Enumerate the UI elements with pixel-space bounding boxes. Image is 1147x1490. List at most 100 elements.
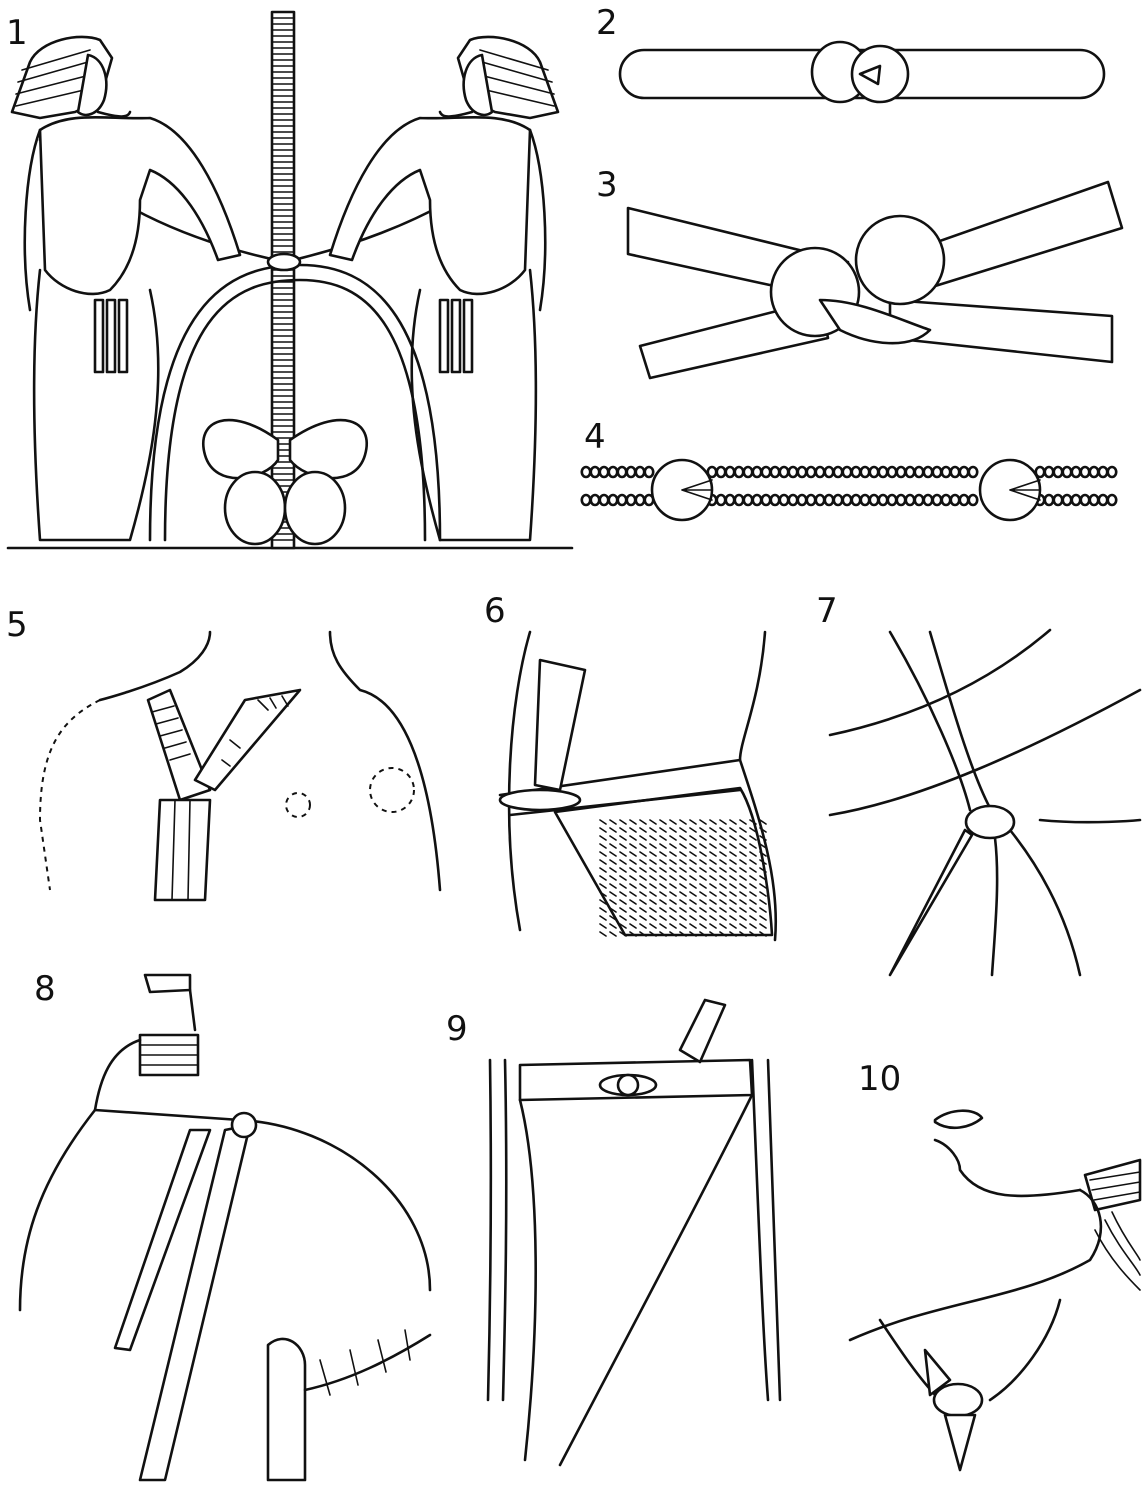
body-outline-right bbox=[752, 1060, 768, 1400]
bead bbox=[1063, 495, 1071, 505]
body-outline-left bbox=[488, 1060, 491, 1400]
right-figure-kilt bbox=[412, 270, 536, 540]
bead bbox=[789, 467, 797, 477]
bead bbox=[744, 467, 752, 477]
bead bbox=[789, 495, 797, 505]
knot-tip-lower bbox=[945, 1415, 975, 1470]
figure-10: 10 bbox=[850, 1059, 1140, 1470]
bead bbox=[843, 495, 851, 505]
shoulder-curve bbox=[850, 1190, 1101, 1340]
back-outline bbox=[20, 1110, 95, 1310]
hanging-end-right-outer bbox=[1010, 830, 1080, 975]
bead bbox=[762, 495, 770, 505]
bead bbox=[870, 467, 878, 477]
bead bbox=[645, 467, 653, 477]
bead bbox=[1081, 495, 1089, 505]
shoulder-strap-a bbox=[140, 1125, 250, 1480]
chin-neck bbox=[935, 1140, 1080, 1196]
figure-9: 9 bbox=[446, 1000, 780, 1465]
right-figure-tassels bbox=[440, 300, 472, 372]
bead bbox=[816, 467, 824, 477]
bead bbox=[744, 495, 752, 505]
lips bbox=[145, 975, 190, 992]
kilt-left bbox=[520, 1100, 536, 1460]
figure-number-6: 6 bbox=[484, 591, 506, 631]
bead bbox=[726, 495, 734, 505]
bead bbox=[888, 467, 896, 477]
bead bbox=[780, 495, 788, 505]
missing-shoulder-outline bbox=[40, 700, 100, 890]
figure-6: 6 bbox=[484, 591, 776, 940]
bead bbox=[951, 467, 959, 477]
central-knot bbox=[268, 254, 300, 270]
bead bbox=[735, 495, 743, 505]
figure-number-7: 7 bbox=[816, 591, 838, 631]
bead bbox=[798, 467, 806, 477]
figure-number-9: 9 bbox=[446, 1009, 468, 1049]
figure-number-5: 5 bbox=[6, 605, 28, 645]
kilt-right bbox=[560, 1095, 752, 1465]
bead bbox=[852, 495, 860, 505]
bead bbox=[1054, 495, 1062, 505]
figure-number-2: 2 bbox=[596, 3, 618, 43]
bead bbox=[771, 495, 779, 505]
bead bbox=[969, 495, 977, 505]
right-figure-beard bbox=[440, 112, 472, 117]
bead bbox=[906, 467, 914, 477]
bead bbox=[915, 467, 923, 477]
figure-2: 2 bbox=[596, 3, 1104, 102]
figure-8: 8 bbox=[20, 969, 430, 1480]
left-figure-torso bbox=[40, 117, 240, 294]
bead bbox=[969, 467, 977, 477]
bead bbox=[753, 495, 761, 505]
figure-number-4: 4 bbox=[584, 417, 606, 457]
bead bbox=[798, 495, 806, 505]
band-upper-edge bbox=[830, 630, 1050, 735]
bead bbox=[609, 467, 617, 477]
bead bbox=[780, 467, 788, 477]
shoulder-right bbox=[330, 632, 440, 890]
figure-number-3: 3 bbox=[596, 165, 618, 205]
bead bbox=[600, 495, 608, 505]
bead bbox=[1072, 467, 1080, 477]
bead bbox=[915, 495, 923, 505]
figure-1: 1 bbox=[6, 12, 572, 548]
bead bbox=[906, 495, 914, 505]
bead bbox=[1108, 467, 1116, 477]
bead bbox=[1063, 467, 1071, 477]
bead bbox=[951, 495, 959, 505]
bead bbox=[1108, 495, 1116, 505]
bead bbox=[924, 467, 932, 477]
bead bbox=[924, 495, 932, 505]
figure-number-1: 1 bbox=[6, 13, 28, 53]
bead bbox=[807, 495, 815, 505]
striped-collar-straps bbox=[148, 690, 300, 800]
bead bbox=[627, 495, 635, 505]
bead bbox=[618, 467, 626, 477]
bead bbox=[843, 467, 851, 477]
bead bbox=[591, 467, 599, 477]
bead bbox=[726, 467, 734, 477]
lips bbox=[935, 1111, 982, 1128]
dotted-patch-center bbox=[286, 793, 310, 817]
crossing-knot bbox=[966, 806, 1014, 838]
bead bbox=[1045, 495, 1053, 505]
right-figure-torso bbox=[330, 117, 530, 294]
bead bbox=[960, 495, 968, 505]
bead bbox=[753, 467, 761, 477]
bead bbox=[942, 495, 950, 505]
body-outline-left bbox=[509, 632, 530, 930]
fringe-hooks bbox=[320, 1330, 410, 1395]
bead bbox=[879, 495, 887, 505]
bead bbox=[834, 467, 842, 477]
bead bbox=[717, 495, 725, 505]
bead bbox=[870, 495, 878, 505]
shoulder-knot bbox=[232, 1113, 256, 1137]
dotted-patch-right bbox=[370, 768, 414, 812]
bead bbox=[636, 467, 644, 477]
hanging-end-right-inner bbox=[992, 838, 997, 975]
bead bbox=[888, 495, 896, 505]
bead bbox=[618, 495, 626, 505]
neck-bands bbox=[140, 1035, 198, 1075]
